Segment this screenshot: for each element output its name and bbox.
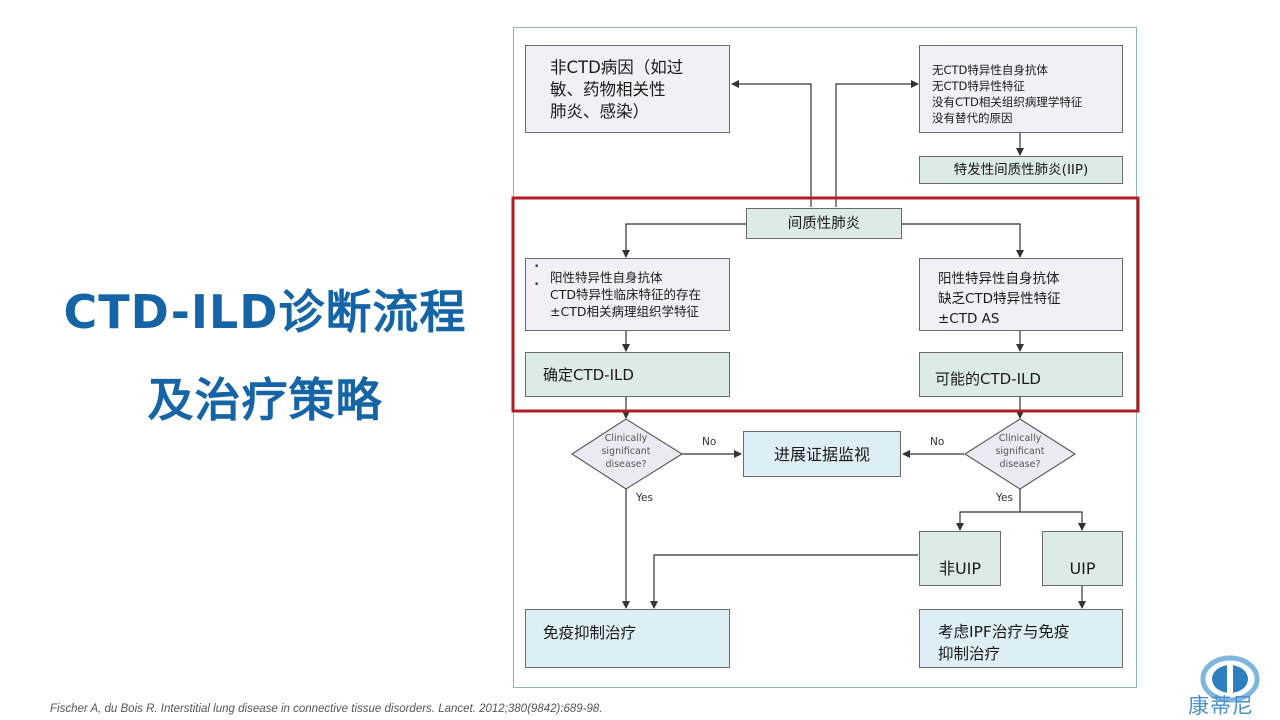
arrow-ild-to-no-ctd-features [835, 80, 919, 207]
decision-left-line: Clinically [604, 433, 648, 444]
arrow-ild-to-non-ctd [731, 80, 812, 207]
positive-right-line: 缺乏CTD特异性特征 [938, 291, 1061, 307]
non-uip-label: 非UIP [938, 559, 982, 578]
definite-ctd-ild-label: 确定CTD-ILD [543, 366, 634, 384]
ipf-line: 抑制治疗 [938, 645, 1001, 663]
decision-diamond-left [570, 418, 684, 490]
decision-left-line: significant [601, 446, 651, 457]
decision-right-line: Clinically [998, 433, 1042, 444]
decision-right-text: Clinically significant disease? [972, 432, 1068, 471]
non-ctd-line: 非CTD病因（如过 [550, 58, 684, 77]
arrow-yes-to-uip [1020, 511, 1086, 531]
yes-left-label: Yes [636, 492, 653, 504]
iip-label: 特发性间质性肺炎(IIP) [953, 162, 1089, 178]
yes-right-label: Yes [996, 492, 1013, 504]
non-uip-box: 非UIP [919, 531, 1001, 586]
decision-right-line: significant [995, 446, 1045, 457]
positive-left-line: ±CTD相关病理组织学特征 [550, 304, 699, 319]
page-title: CTD-ILD诊断流程 [63, 285, 467, 339]
highlight-frame [511, 196, 1140, 413]
arrow-ild-to-right [902, 223, 1024, 258]
ild-label: 间质性肺炎 [787, 216, 861, 232]
bullet-dot: • [534, 262, 540, 272]
positive-right-box: 阳性特异性自身抗体 缺乏CTD特异性特征 ±CTD AS [919, 258, 1123, 331]
no-ctd-features-line: 没有替代的原因 [932, 111, 1013, 125]
non-ctd-line: 肺炎、感染） [550, 102, 649, 121]
immuno-box: 免疫抑制治疗 [525, 609, 730, 668]
iip-box: 特发性间质性肺炎(IIP) [919, 156, 1123, 184]
non-ctd-box: 非CTD病因（如过 敏、药物相关性 肺炎、感染） [525, 45, 730, 133]
positive-right-line: 阳性特异性自身抗体 [938, 271, 1060, 287]
no-left-label: No [702, 436, 717, 448]
decision-left-line: disease? [605, 459, 647, 470]
uip-label: UIP [1069, 559, 1096, 578]
definite-ctd-ild-box: 确定CTD-ILD [525, 352, 730, 397]
positive-left-line: 阳性特异性自身抗体 [550, 270, 663, 285]
no-right-label: No [930, 436, 945, 448]
no-ctd-features-line: 无CTD特异性自身抗体 [932, 63, 1048, 77]
brand-logo-icon [1200, 655, 1260, 703]
possible-ctd-ild-label: 可能的CTD-ILD [935, 370, 1041, 388]
brand-logo-text: 康蒂尼 [1188, 694, 1254, 718]
arrow-yes-to-non-uip [956, 511, 1020, 531]
monitor-box: 进展证据监视 [743, 431, 901, 477]
possible-ctd-ild-box: 可能的CTD-ILD [919, 352, 1123, 397]
bullet-dot: • [534, 280, 540, 290]
monitor-label: 进展证据监视 [773, 445, 870, 464]
positive-left-line: CTD特异性临床特征的存在 [550, 287, 701, 302]
no-ctd-features-box: 无CTD特异性自身抗体 无CTD特异性特征 没有CTD相关组织病理学特征 没有替… [919, 45, 1123, 133]
positive-right-line: ±CTD AS [938, 311, 1000, 327]
decision-diamond-right [963, 418, 1077, 490]
no-ctd-features-line: 无CTD特异性特征 [932, 79, 1025, 93]
ipf-line: 考虑IPF治疗与免疫 [938, 623, 1070, 641]
ild-box: 间质性肺炎 [746, 208, 902, 239]
arrow-ild-to-left [622, 223, 746, 258]
arrow-non-uip-to-immuno [650, 554, 918, 609]
decision-left-text: Clinically significant disease? [578, 432, 674, 471]
no-ctd-features-line: 没有CTD相关组织病理学特征 [932, 95, 1083, 109]
decision-right-line: disease? [999, 459, 1041, 470]
positive-left-box: 阳性特异性自身抗体 CTD特异性临床特征的存在 ±CTD相关病理组织学特征 [525, 258, 730, 331]
ipf-box: 考虑IPF治疗与免疫 抑制治疗 [919, 609, 1123, 668]
page-subtitle: 及治疗策略 [147, 373, 383, 427]
immuno-label: 免疫抑制治疗 [543, 624, 637, 642]
uip-box: UIP [1042, 531, 1123, 586]
non-ctd-line: 敏、药物相关性 [550, 80, 666, 99]
citation: Fischer A, du Bois R. Interstitial lung … [50, 703, 603, 715]
